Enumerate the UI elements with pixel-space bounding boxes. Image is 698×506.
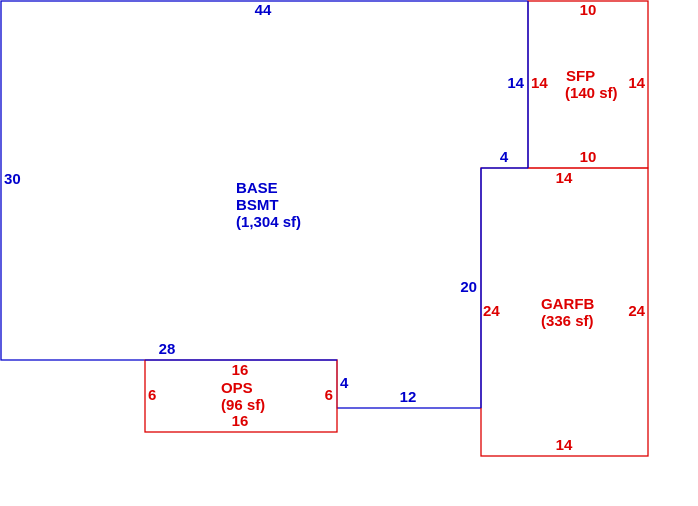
dim-base-bottom-right: 12 <box>400 389 417 406</box>
sfp-label-name: SFP <box>566 68 595 85</box>
dim-garfb-right: 24 <box>628 303 645 320</box>
dim-base-top: 44 <box>255 2 272 19</box>
garfb-label-name: GARFB <box>541 296 594 313</box>
base-label-line1: BASE <box>236 180 278 197</box>
ops-label-area: (96 sf) <box>221 397 265 414</box>
ops-label-name: OPS <box>221 380 253 397</box>
dim-ops-left: 6 <box>148 387 156 404</box>
dim-garfb-bottom: 14 <box>556 437 573 454</box>
base-label-area: (1,304 sf) <box>236 214 301 231</box>
garfb-label-area: (336 sf) <box>541 313 594 330</box>
dim-ops-bottom: 16 <box>232 413 249 430</box>
dim-garfb-top: 14 <box>556 170 573 187</box>
dim-garfb-left: 24 <box>483 303 500 320</box>
dim-base-step-top: 4 <box>500 149 509 166</box>
dim-sfp-right: 14 <box>628 75 645 92</box>
dim-base-right-lower: 20 <box>460 279 477 296</box>
base-label-line2: BSMT <box>236 197 279 214</box>
dim-base-left: 30 <box>4 171 21 188</box>
dim-sfp-top: 10 <box>580 2 597 19</box>
dim-sfp-left: 14 <box>531 75 548 92</box>
sfp-label-area: (140 sf) <box>565 85 618 102</box>
dim-base-bottom: 28 <box>159 341 176 358</box>
dim-base-right-upper: 14 <box>507 75 524 92</box>
dim-ops-top: 16 <box>232 362 249 379</box>
dim-sfp-bottom: 10 <box>580 149 597 166</box>
dim-ops-right: 6 <box>325 387 333 404</box>
dim-base-notch: 4 <box>340 375 349 392</box>
